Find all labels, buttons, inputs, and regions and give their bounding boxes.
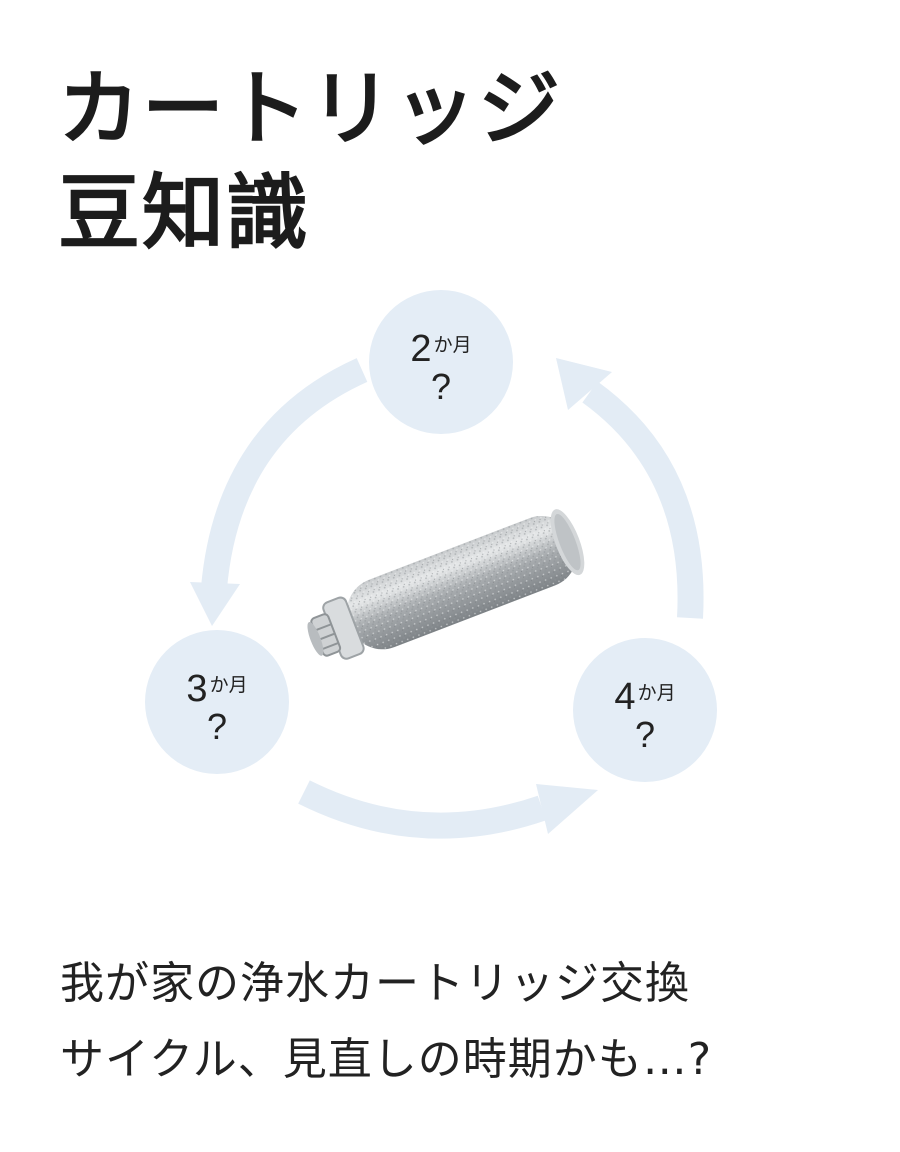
caption-line-2: サイクル、見直しの時期かも…? [60,1034,713,1085]
arrowhead-up [556,358,612,410]
caption-text: 我が家の浄水カートリッジ交換 サイクル、見直しの時期かも…? [60,946,712,1098]
arrow-3-to-4 [298,780,547,839]
bubble-number: 4 [614,676,636,718]
bubble-number: 3 [186,668,208,710]
arrow-4-to-2 [582,381,704,619]
title-line-1: カートリッジ [58,62,563,157]
arrowhead-right [536,784,598,834]
filter-cartridge-image [307,509,585,660]
title-line-2: 豆知識 [58,166,311,261]
arrow-2-to-3 [201,358,368,590]
bubble-question: ? [634,714,656,755]
cycle-arrowheads [190,358,612,834]
bubble-unit: か月 [433,335,472,356]
bubble-unit: か月 [209,675,248,696]
bubble-number: 2 [410,328,432,370]
arrowhead-down [190,582,240,626]
bubble-unit: か月 [637,683,676,704]
bubble-question: ? [430,366,452,407]
bubble-question: ? [206,706,228,747]
page-title: カートリッジ 豆知識 [58,58,562,266]
cycle-arrows [201,358,704,839]
caption-line-1: 我が家の浄水カートリッジ交換 [60,958,690,1009]
